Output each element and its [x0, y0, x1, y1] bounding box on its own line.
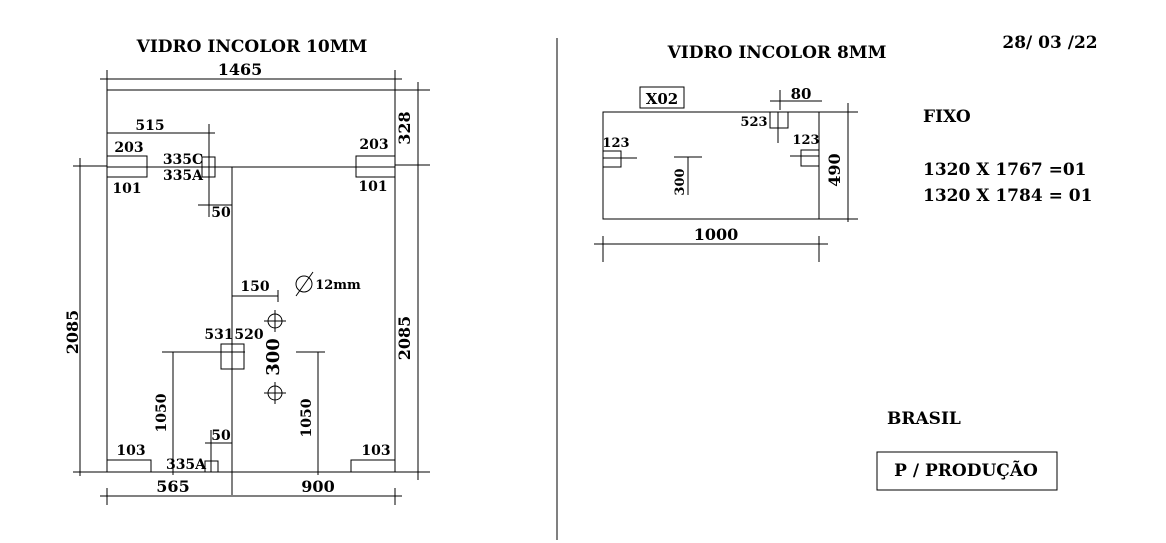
dim-80: 80: [791, 85, 812, 103]
fitting-top-right: [355, 155, 396, 178]
dim-203-right: 203: [359, 137, 388, 153]
dim-565: 565: [156, 477, 189, 496]
dim-328: 328: [395, 111, 414, 144]
dim-150: 150: [240, 279, 269, 295]
fitting-bottom-left: [106, 459, 152, 473]
dim-523: 523: [740, 115, 767, 130]
dim-50-bottom: 50: [211, 428, 231, 444]
dim-2085-right: 2085: [395, 316, 414, 361]
dim-103-right: 103: [361, 443, 390, 459]
right-drawing: VIDRO INCOLOR 8MM 28/ 03 /22 X02 80 523 …: [594, 33, 1098, 262]
note-fixo: FIXO: [923, 107, 971, 127]
fitting-top-left: [106, 155, 148, 178]
label-335a-top: 335A: [163, 168, 204, 184]
dim-520: 520: [234, 327, 263, 343]
fitting-123-left: [602, 150, 622, 168]
producao-box: [876, 451, 1058, 491]
diameter-symbol: [295, 275, 313, 293]
dim-123-left: 123: [602, 136, 629, 151]
dim-1050-left: 1050: [154, 393, 170, 432]
glass-panel-outline: [106, 89, 396, 473]
dim-300-right: 300: [673, 168, 688, 195]
label-335c: 335C: [163, 152, 203, 168]
dim-300-left: 300: [263, 338, 284, 376]
dim-50-top: 50: [211, 205, 231, 221]
fitting-bottom-right: [350, 459, 396, 473]
dim-515: 515: [135, 118, 164, 134]
dim-490: 490: [825, 153, 844, 186]
dim-531: 531: [204, 327, 233, 343]
fitting-123-right: [800, 149, 820, 167]
dim-2085-left: 2085: [63, 310, 82, 355]
notes: FIXO 1320 X 1767 =01 1320 X 1784 = 01 BR…: [876, 107, 1092, 491]
note-size-2: 1320 X 1784 = 01: [923, 186, 1092, 206]
dim-1000: 1000: [694, 225, 739, 244]
hole-diameter: 12mm: [315, 278, 361, 293]
fitting-523: [769, 111, 789, 129]
tag-x02: X02: [646, 90, 679, 108]
left-drawing: VIDRO INCOLOR 10MM 1465 2085 328 2085 51…: [63, 37, 430, 505]
dim-900: 900: [301, 477, 334, 496]
dim-1050-right: 1050: [299, 398, 315, 437]
dim-101-right: 101: [358, 179, 387, 195]
dim-103-left: 103: [116, 443, 145, 459]
right-drawing-title: VIDRO INCOLOR 8MM: [667, 43, 887, 63]
dim-101-left: 101: [112, 181, 141, 197]
tag-box: [639, 86, 685, 109]
label-335a-bottom: 335A: [166, 457, 207, 473]
dim-123-right: 123: [792, 133, 819, 148]
date-label: 28/ 03 /22: [1002, 33, 1097, 53]
dim-203-left: 203: [114, 140, 143, 156]
note-brasil: BRASIL: [887, 409, 961, 429]
note-size-1: 1320 X 1767 =01: [923, 160, 1086, 180]
lock-fitting: [220, 343, 245, 370]
left-drawing-title: VIDRO INCOLOR 10MM: [136, 37, 368, 57]
note-producao: P / PRODUÇÃO: [894, 459, 1038, 481]
dim-1465: 1465: [218, 60, 263, 79]
